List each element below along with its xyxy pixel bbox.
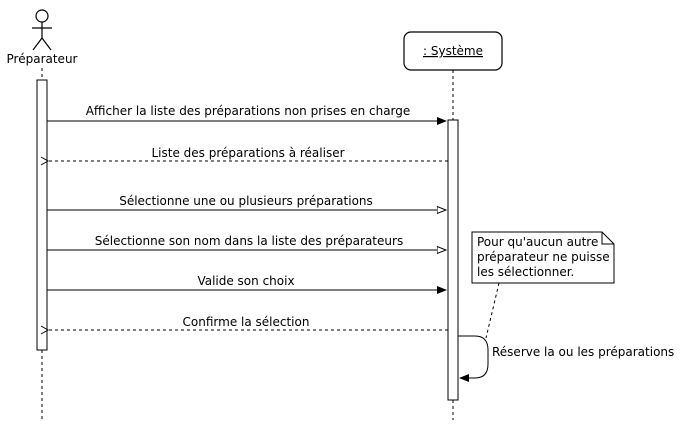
- self-message-label: Réserve la ou les préparations: [492, 345, 674, 359]
- message-3: Sélectionne une ou plusieurs préparation…: [47, 194, 446, 210]
- note-line-2: préparateur ne puisse: [477, 250, 610, 264]
- message-2-label: Liste des préparations à réaliser: [151, 146, 344, 160]
- message-1: Afficher la liste des préparations non p…: [47, 104, 447, 125]
- actor-activation: [36, 79, 48, 351]
- system-label: : Système: [423, 44, 483, 58]
- self-message: Réserve la ou les préparations: [458, 335, 674, 382]
- note: Pour qu'aucun autre préparateur ne puiss…: [471, 231, 615, 339]
- note-line-1: Pour qu'aucun autre: [477, 235, 598, 249]
- message-6-label: Confirme la sélection: [183, 315, 310, 329]
- message-3-label: Sélectionne une ou plusieurs préparation…: [119, 194, 373, 208]
- message-4: Sélectionne son nom dans la liste des pr…: [47, 234, 446, 250]
- note-line-3: les sélectionner.: [477, 265, 574, 279]
- message-1-label: Afficher la liste des préparations non p…: [86, 104, 411, 118]
- message-2: Liste des préparations à réaliser: [40, 146, 448, 166]
- note-connector: [485, 282, 500, 339]
- actor-icon: [32, 9, 52, 51]
- message-4-label: Sélectionne son nom dans la liste des pr…: [95, 234, 403, 248]
- system-box: : Système: [403, 31, 503, 71]
- system-activation: [447, 119, 459, 401]
- message-5: Valide son choix: [47, 274, 447, 294]
- message-5-label: Valide son choix: [197, 274, 294, 288]
- actor-label: Préparateur: [7, 52, 78, 66]
- message-6: Confirme la sélection: [40, 315, 448, 335]
